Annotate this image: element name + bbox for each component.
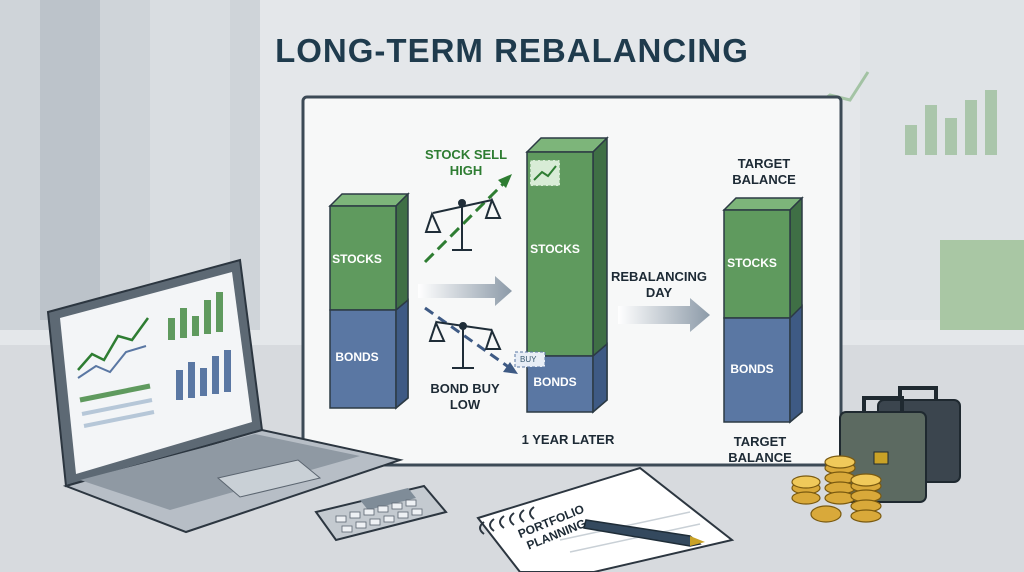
scale-icon-top bbox=[424, 197, 502, 251]
target-balance-bottom-label: TARGET BALANCE bbox=[728, 434, 792, 465]
background-chart bbox=[809, 71, 997, 155]
scale-icon-bottom bbox=[428, 320, 502, 369]
bar-initial-bonds bbox=[329, 309, 397, 409]
bar-initial-bonds-label: BONDS bbox=[335, 350, 379, 364]
bar-one-year-bonds-label: BONDS bbox=[533, 375, 577, 389]
bar-one-year-stocks-label: STOCKS bbox=[530, 242, 580, 256]
bar-initial-stocks-label: STOCKS bbox=[332, 252, 382, 266]
arrow-to-one-year bbox=[418, 276, 512, 306]
coin-stacks bbox=[791, 455, 882, 523]
bar-target-bonds-label: BONDS bbox=[730, 362, 774, 376]
bond-buy-low-label: BOND BUY LOW bbox=[430, 381, 500, 412]
bar-initial-stocks bbox=[329, 205, 397, 311]
rebalancing-day-label: REBALANCING DAY bbox=[610, 269, 708, 300]
one-year-later-label: 1 YEAR LATER bbox=[521, 432, 615, 447]
bond-buy-arrow bbox=[424, 306, 546, 374]
notebook bbox=[476, 466, 735, 572]
laptop bbox=[46, 258, 404, 534]
buy-tag: BUY bbox=[520, 355, 537, 364]
bar-one-year bbox=[525, 136, 609, 414]
calculator bbox=[314, 484, 448, 542]
arrow-rebalancing bbox=[618, 298, 710, 332]
bar-target-stocks-label: STOCKS bbox=[727, 256, 777, 270]
page-title: LONG-TERM REBALANCING bbox=[275, 32, 749, 69]
stock-sell-arrow bbox=[423, 159, 561, 264]
bar-target-bonds bbox=[723, 317, 791, 423]
bar-target bbox=[722, 196, 804, 424]
stock-sell-high-label: STOCK SELL HIGH bbox=[424, 147, 508, 178]
bar-initial bbox=[328, 192, 410, 410]
target-balance-top-label: TARGET BALANCE bbox=[732, 156, 796, 187]
